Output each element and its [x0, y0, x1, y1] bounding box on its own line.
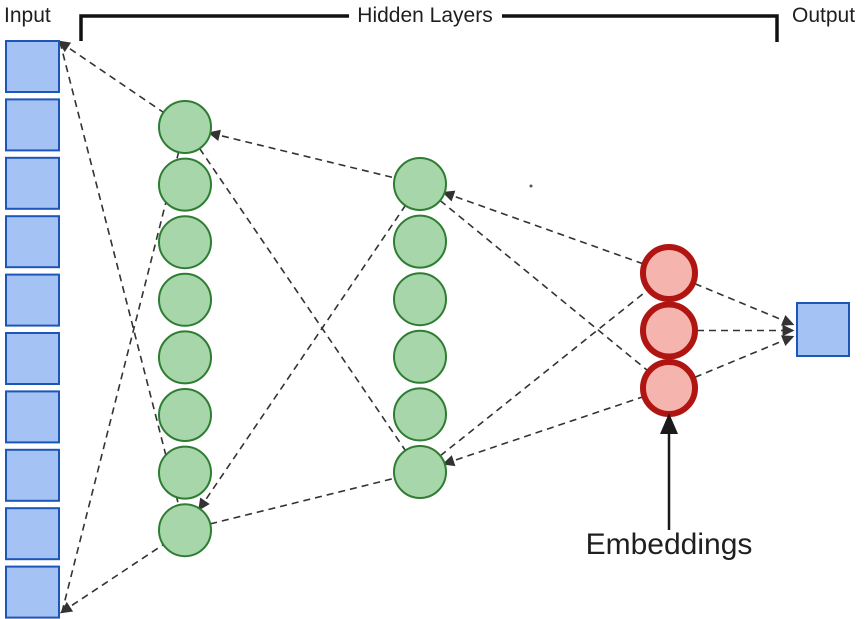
input-label: Input [4, 4, 51, 27]
input-node [5, 565, 60, 619]
connection-edge [442, 396, 643, 467]
hidden-layer-2-neuron [393, 157, 447, 211]
hidden-layer-2-neuron [393, 329, 447, 384]
input-node [5, 332, 60, 385]
connection-edge [210, 477, 395, 525]
connection-edge [694, 282, 795, 326]
hidden-layer-1-neuron [158, 388, 212, 442]
hidden-layer-1-neuron [158, 157, 212, 212]
input-node [5, 507, 60, 561]
hidden-layer-1-neuron [158, 272, 212, 327]
embeddings-arrowhead-icon [660, 413, 678, 434]
hidden-layer-2-neuron [393, 387, 447, 442]
embedding-neuron [640, 301, 698, 360]
hidden-layer-1-neuron [158, 503, 212, 558]
input-node [5, 215, 60, 269]
input-node [5, 98, 60, 152]
connection-edge [61, 152, 180, 613]
input-node [5, 40, 60, 93]
input-node [5, 156, 60, 210]
input-node [5, 273, 60, 327]
connection-edge [198, 148, 407, 451]
connection-edge [59, 543, 164, 614]
embedding-neuron [640, 244, 698, 302]
input-node [5, 448, 60, 502]
input-node [5, 390, 60, 444]
hidden-layers-label: Hidden Layers [357, 4, 493, 27]
hidden-layer-1-neuron [158, 100, 212, 154]
hidden-layers-bracket [79, 14, 779, 42]
connection-edge [59, 41, 180, 506]
hidden-layer-2-neuron [393, 272, 447, 327]
connection-edge [198, 205, 407, 511]
connection-edge [57, 40, 164, 114]
embeddings-label: Embeddings [585, 528, 753, 561]
connection-edge [694, 335, 795, 379]
embedding-neuron [640, 359, 698, 417]
connection-edge [439, 289, 648, 457]
hidden-layer-1-neuron [158, 215, 212, 270]
hidden-layer-1-neuron [158, 330, 212, 385]
connection-edge [207, 129, 395, 179]
hidden-layer-1-neuron [158, 445, 212, 500]
hidden-layer-2-neuron [393, 445, 447, 499]
connection-edge [439, 199, 648, 371]
output-label: Output [792, 4, 856, 27]
connection-edge [442, 190, 643, 265]
hidden-layer-2-neuron [393, 214, 447, 269]
output-node [796, 302, 850, 357]
stray-dot [529, 184, 533, 188]
